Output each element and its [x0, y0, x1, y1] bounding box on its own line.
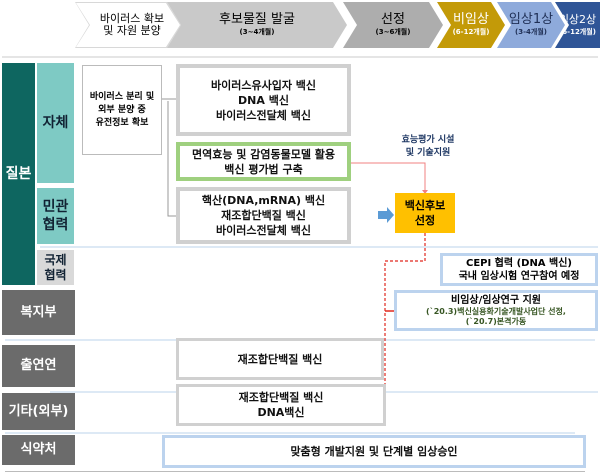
eval-method-box: 면역효능 및 감염동물모델 활용 백신 평가법 구축 — [176, 142, 351, 181]
row-label-self: 자체 — [37, 63, 74, 183]
row-label-mohw: 복지부 — [2, 290, 75, 335]
others-box: 재조합단백질 백신 DNA백신 — [176, 384, 386, 426]
efficacy-support-note: 효능평가 시설 및 기술지원 — [401, 135, 455, 158]
stage-duration: (3~4개월) — [239, 28, 275, 36]
stage-title: 후보물질 발굴 — [219, 12, 295, 27]
row-label-mfds: 식약처 — [2, 435, 75, 465]
stage-title: 선정 — [381, 12, 405, 27]
stage-duration: (3~6개월) — [375, 28, 411, 36]
stage-duration: (6-12개월) — [559, 28, 596, 36]
institutes-box: 재조합단백질 백신 — [176, 338, 384, 380]
self-vaccines-box: 바이러스유사입자 백신 DNA 백신 바이러스전달체 백신 — [176, 64, 351, 136]
stage-duration: (3-4개월) — [515, 28, 547, 36]
virus-isolation-box: 바이러스 분리 및 외부 분양 중 유전정보 확보 — [82, 65, 162, 155]
mfds-box: 맞춤형 개발지원 및 단계별 임상승인 — [162, 435, 586, 468]
public-private-vaccines-box: 핵산(DNA,mRNA) 백신 재조합단백질 백신 바이러스전달체 백신 — [176, 187, 351, 244]
candidate-selection-box: 백신후보 선정 — [395, 193, 455, 233]
stage-title: 비임상 — [453, 12, 489, 27]
row-label-kdca: 질본 — [2, 63, 35, 285]
stage-virus-acquisition: 바이러스 확보 및 자원 분양 — [75, 2, 181, 48]
row-label-public-private: 민관 협력 — [37, 188, 74, 244]
mohw-support-box: 비임상/임상연구 지원 (`20.3)백신실용화기술개발사업단 선정, (`20… — [394, 290, 598, 331]
stage-title: 임상2상 — [558, 13, 597, 26]
mohw-support-title: 비임상/임상연구 지원 — [451, 295, 541, 306]
stage-title: 바이러스 확보 및 자원 분양 — [99, 12, 165, 37]
row-label-international: 국제 협력 — [37, 250, 74, 285]
stage-candidate-discovery: 후보물질 발굴(3~4개월) — [167, 2, 347, 48]
row-label-others: 기타(외부) — [2, 393, 75, 430]
stage-duration: (6-12개월) — [452, 28, 490, 36]
stage-title: 임상1상 — [508, 12, 554, 27]
stage-selection: 선정(3~6개월) — [343, 2, 443, 48]
row-label-institutes: 출연연 — [2, 345, 75, 387]
mohw-support-detail: (`20.3)백신실용화기술개발사업단 선정, (`20.7)본격가동 — [426, 307, 566, 326]
cepi-box: CEPI 협력 (DNA 백신) 국내 임상시험 연구참여 예정 — [440, 253, 598, 286]
